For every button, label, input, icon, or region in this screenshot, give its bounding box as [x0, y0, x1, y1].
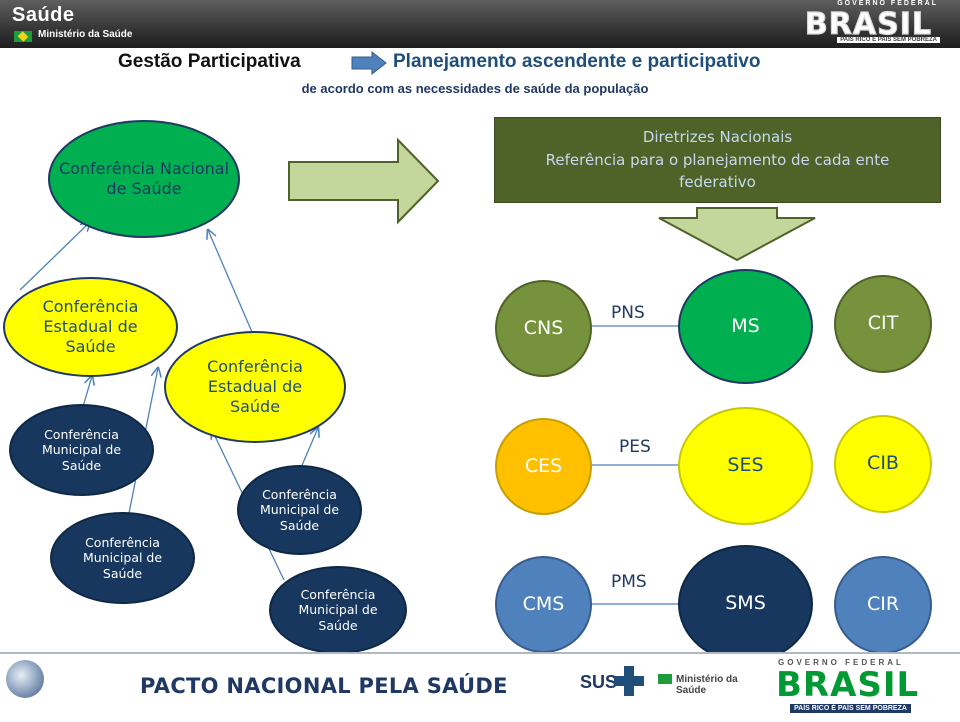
- directives-box: Diretrizes Nacionais Referência para o p…: [494, 117, 941, 203]
- pns-label: PNS: [611, 303, 645, 323]
- footer-bar: PACTO NACIONAL PELA SAÚDE SUS Ministério…: [0, 652, 960, 722]
- cir-node: CIR: [834, 556, 932, 654]
- globe-logo-icon: [6, 660, 44, 698]
- state-conference-node-b: Conferência Estadual de Saúde: [164, 331, 346, 443]
- edge-muni-b1-state-b: [299, 428, 318, 471]
- municipal-conference-node-b2: Conferência Municipal de Saúde: [269, 566, 407, 654]
- cib-node: CIB: [834, 415, 932, 513]
- sus-cross-icon: [614, 666, 644, 696]
- pacto-title: PACTO NACIONAL PELA SAÚDE: [140, 674, 508, 698]
- ses-node: SES: [678, 407, 813, 525]
- big-right-arrow-icon: [288, 137, 440, 225]
- ministry-flag-icon: [658, 674, 672, 684]
- header-bar: Saúde Ministério da Saúde GOVERNO FEDERA…: [0, 0, 960, 48]
- pes-label: PES: [619, 437, 651, 457]
- national-conference-node: Conferência Nacional de Saúde: [48, 120, 240, 238]
- gov-federal-label: GOVERNO FEDERAL: [837, 0, 938, 7]
- directives-text: Referência para o planejamento de cada e…: [545, 150, 890, 192]
- directives-title: Diretrizes Nacionais: [642, 128, 793, 147]
- municipal-conference-node-b1: Conferência Municipal de Saúde: [237, 465, 362, 555]
- cms-node: CMS: [495, 556, 592, 653]
- edge-state-b-national: [208, 230, 253, 333]
- subtitle: de acordo com as necessidades de saúde d…: [301, 81, 649, 96]
- brand-saude-logo: Saúde: [12, 4, 75, 26]
- ces-node: CES: [495, 418, 592, 515]
- title-planejamento: Planejamento ascendente e participativo: [393, 51, 761, 72]
- brasil-tagline: PAÍS RICO É PAÍS SEM POBREZA: [837, 37, 940, 43]
- title-gestao: Gestão Participativa: [118, 51, 301, 72]
- footer-gov-label: GOVERNO FEDERAL: [778, 658, 904, 667]
- state-conference-node-a: Conferência Estadual de Saúde: [3, 277, 178, 377]
- pms-label: PMS: [611, 572, 647, 592]
- ministry-label: Ministério da Saúde: [38, 29, 133, 40]
- brazil-flag-icon: [14, 31, 32, 42]
- ministry-logo-label: Ministério da Saúde: [676, 674, 738, 696]
- sus-logo: SUS: [580, 672, 618, 692]
- cit-node: CIT: [834, 275, 932, 373]
- footer-brasil-logo: BRASIL: [776, 665, 920, 705]
- edge-state-a-national: [19, 222, 90, 291]
- municipal-conference-node-a2: Conferência Municipal de Saúde: [50, 512, 195, 604]
- brasil-logo: BRASIL: [804, 7, 932, 42]
- title-arrow-icon: [351, 51, 387, 75]
- ms-node: MS: [678, 269, 813, 384]
- cns-node: CNS: [495, 280, 592, 377]
- footer-tagline: PAÍS RICO É PAÍS SEM POBREZA: [790, 704, 911, 713]
- sms-node: SMS: [678, 545, 813, 663]
- municipal-conference-node-a1: Conferência Municipal de Saúde: [9, 404, 154, 496]
- down-arrow-icon: [658, 207, 816, 262]
